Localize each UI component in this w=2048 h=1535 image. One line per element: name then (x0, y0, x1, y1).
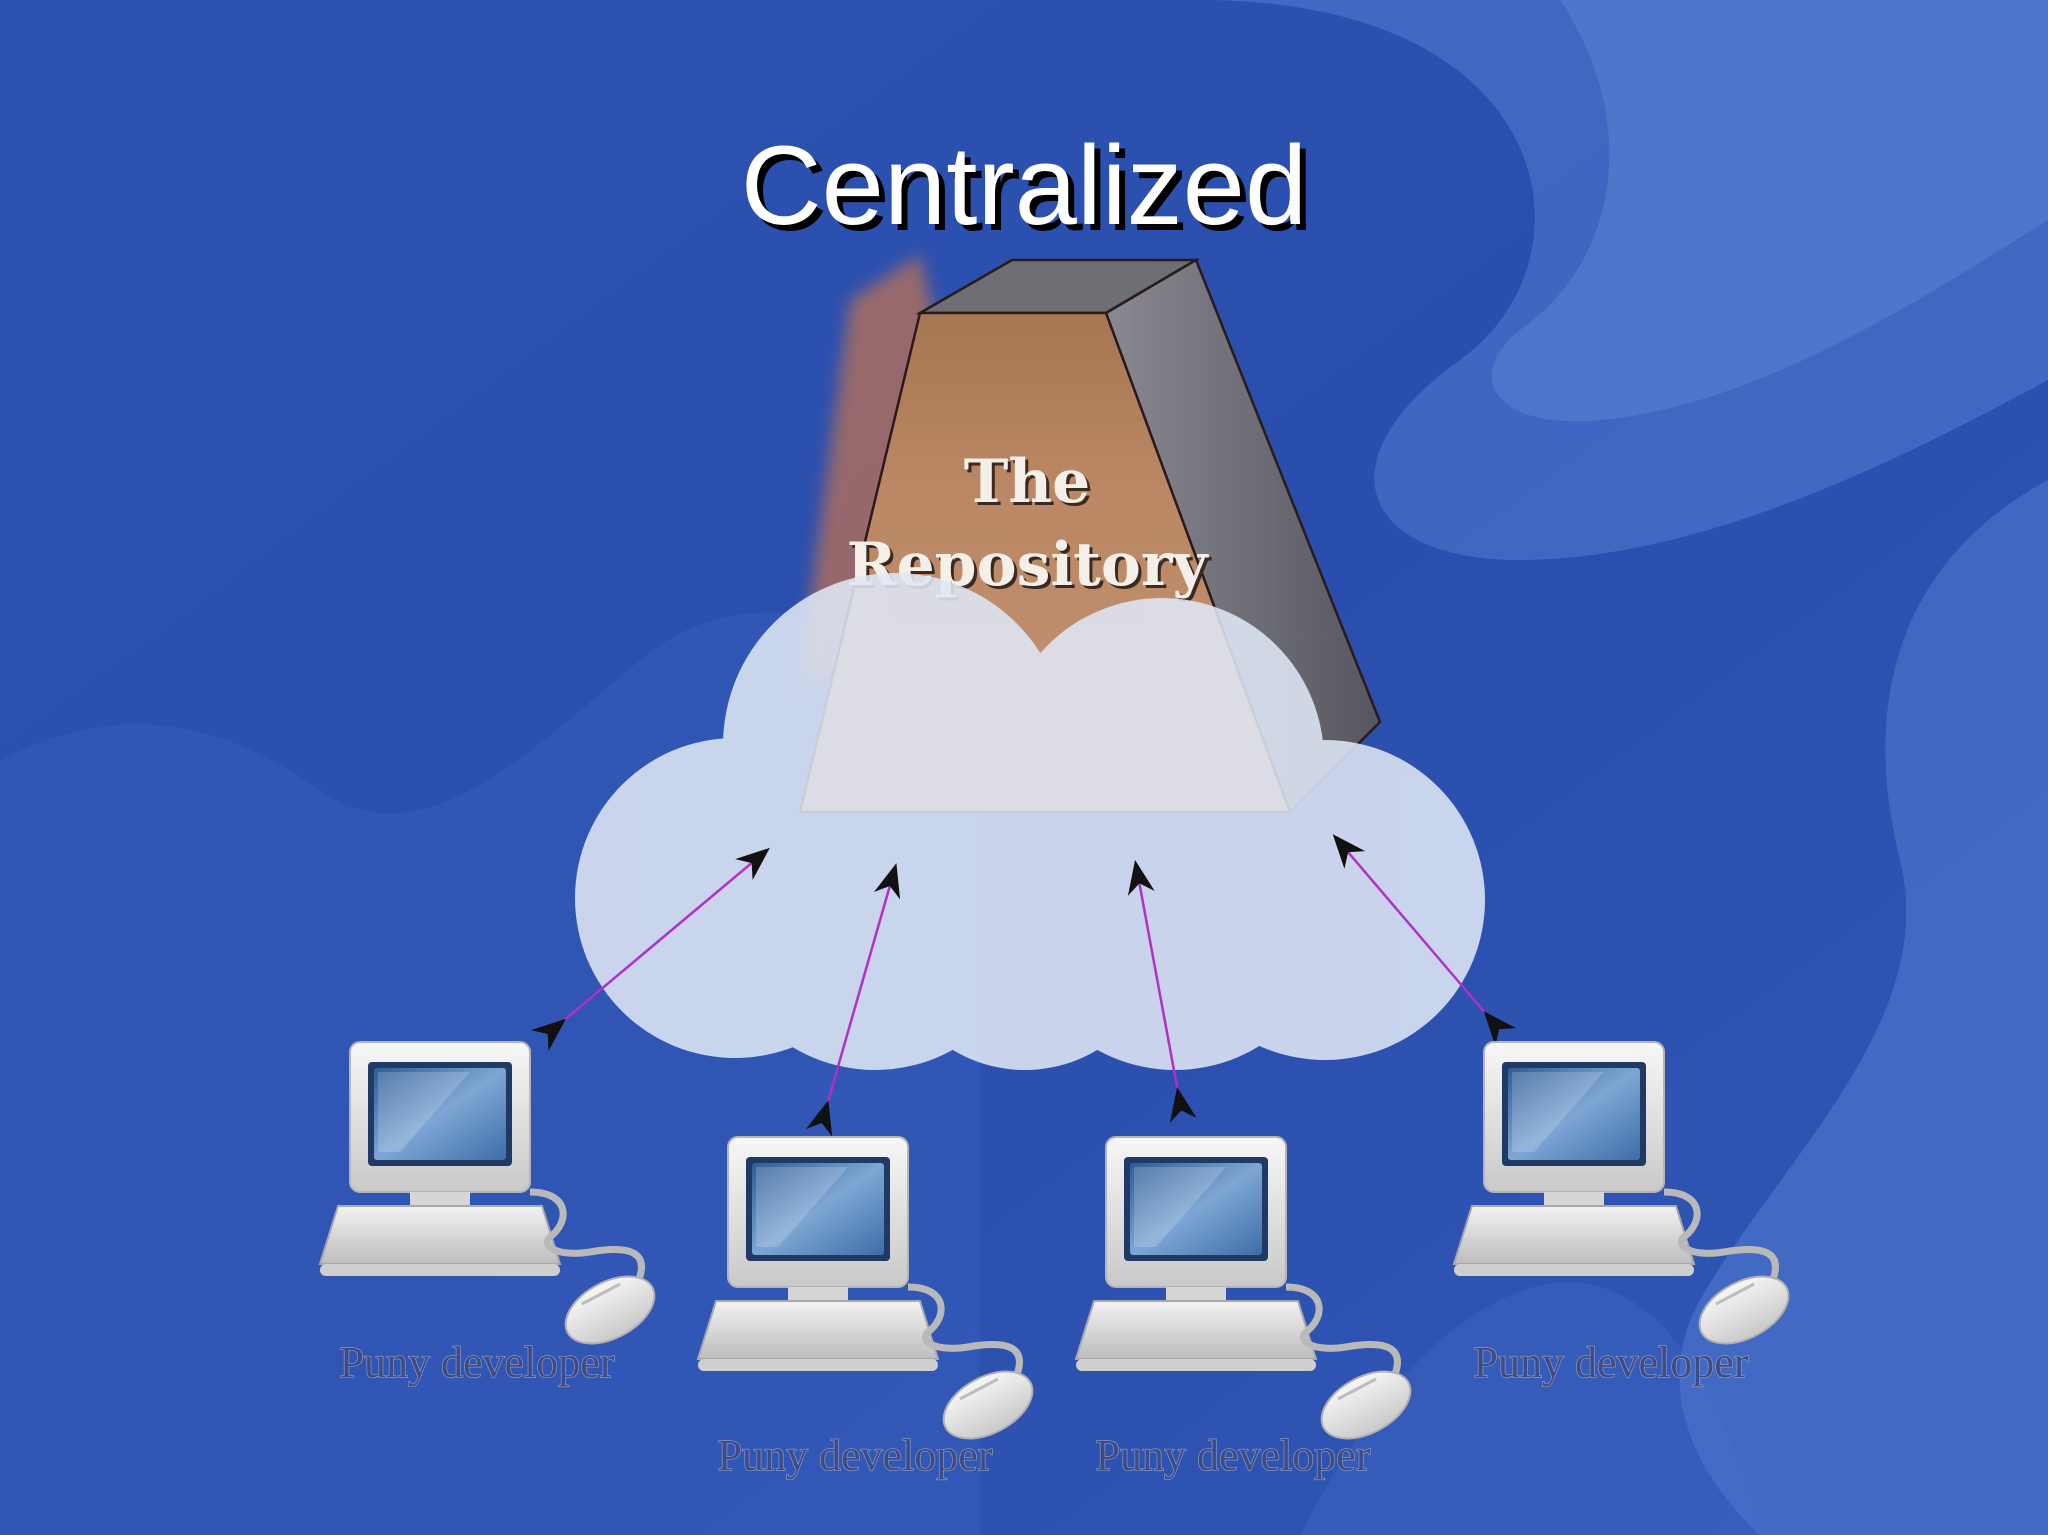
repository-label-line1: The (964, 447, 1090, 517)
developer-3: Puny developer (1076, 1137, 1422, 1481)
developer-1-label: Puny developer (340, 1338, 615, 1387)
developer-4: Puny developer (1454, 1042, 1800, 1388)
arrow-developer-3 (1127, 859, 1197, 1123)
developer-2-label: Puny developer (718, 1431, 993, 1480)
connection-arrows (531, 834, 1517, 1137)
developer-2: Puny developer (698, 1137, 1044, 1481)
developer-3-label: Puny developer (1096, 1431, 1371, 1480)
repository-label-line1-shadow: The (967, 450, 1093, 520)
slide-title: Centralized (741, 123, 1308, 248)
arrow-developer-2 (805, 863, 901, 1137)
slide-title-shadow: Centralized (747, 129, 1314, 254)
developer-1: Puny developer (320, 1042, 666, 1388)
developer-4-label: Puny developer (1474, 1338, 1749, 1387)
arrow-developer-1 (531, 847, 770, 1051)
arrow-developer-4 (1332, 834, 1517, 1046)
